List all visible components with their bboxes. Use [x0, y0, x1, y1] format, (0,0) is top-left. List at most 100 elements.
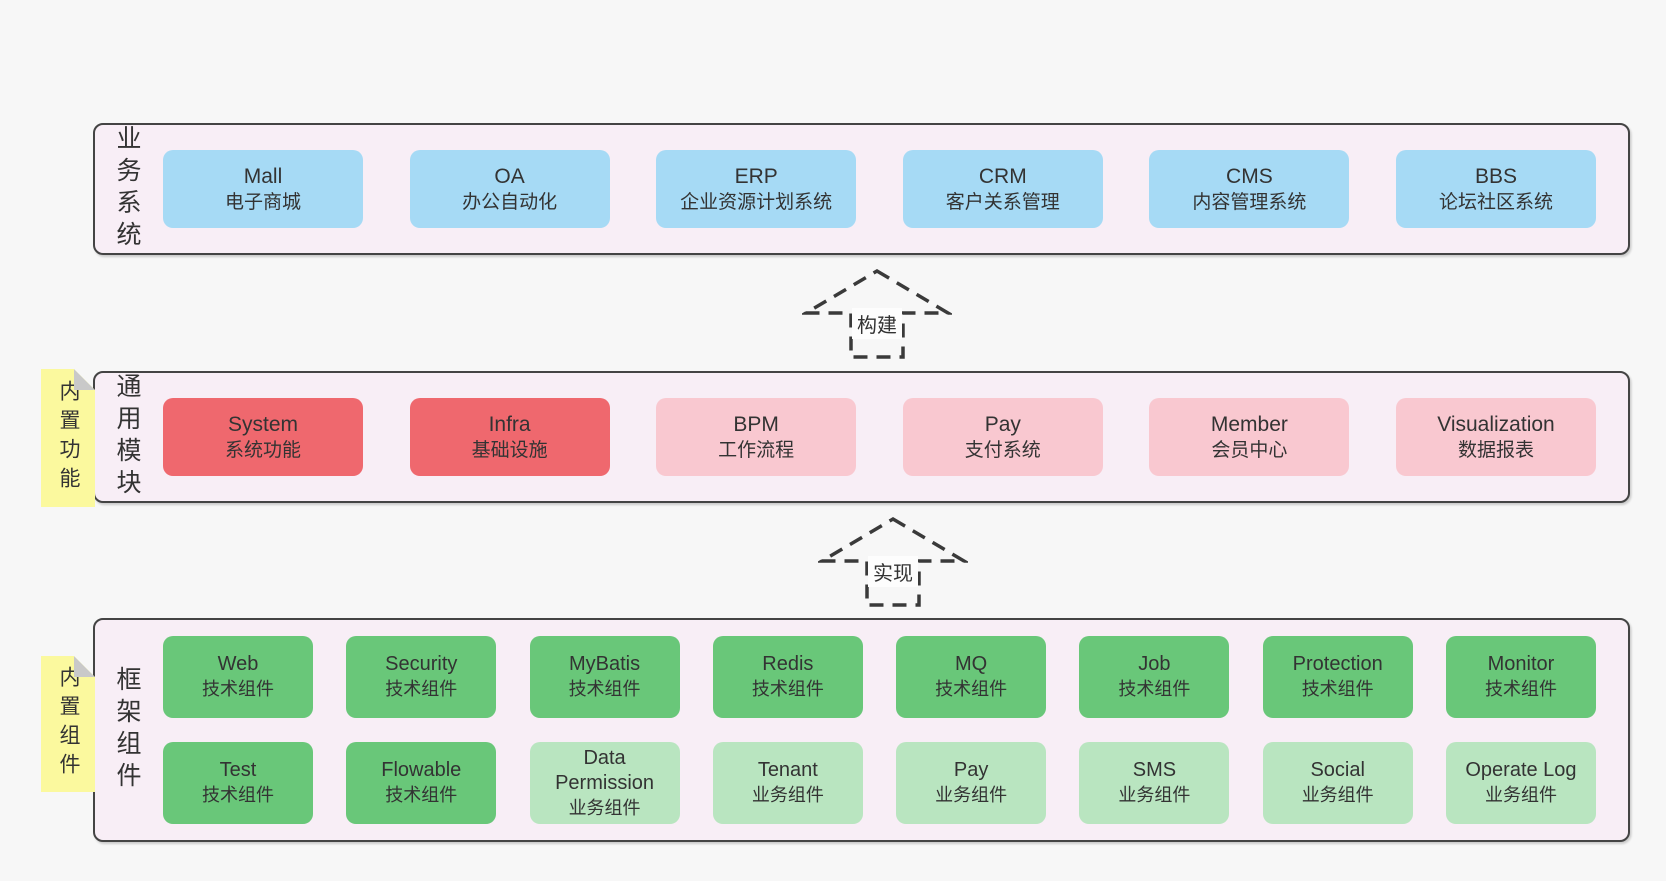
box-oa-name: OA [494, 164, 525, 188]
box-protection-name: Protection [1292, 653, 1383, 675]
box-protection-desc: 技术组件 [1301, 679, 1374, 699]
box-bbs-name: BBS [1474, 164, 1517, 188]
box-bpm: BPM 工作流程 [656, 398, 857, 476]
layer-label-framework-components: 框架组件 [113, 666, 141, 794]
box-mall-desc: 电子商城 [224, 191, 301, 213]
box-tenant-desc: 业务组件 [751, 785, 824, 805]
layer-framework-components: 内置组件 框架组件 Web 技术组件 Security 技术组件 MyBatis… [93, 618, 1630, 842]
box-pay-component: Pay 业务组件 [896, 742, 1047, 824]
implement-arrow-label: 实现 [868, 556, 918, 587]
box-visualization-name: Visualization [1437, 412, 1555, 436]
box-mall-name: Mall [243, 164, 283, 188]
box-mq: MQ 技术组件 [896, 636, 1047, 718]
box-erp-desc: 企业资源计划系统 [680, 191, 833, 213]
box-redis-name: Redis [762, 653, 814, 675]
framework-components-boxes: Web 技术组件 Security 技术组件 MyBatis 技术组件 Redi… [149, 636, 1628, 824]
box-oa: OA 办公自动化 [409, 150, 610, 228]
box-job-desc: 技术组件 [1118, 679, 1191, 699]
box-bpm-desc: 工作流程 [718, 439, 795, 461]
arrow-up-dashed-icon [818, 516, 968, 607]
box-erp: ERP 企业资源计划系统 [656, 150, 857, 228]
box-monitor-desc: 技术组件 [1484, 679, 1557, 699]
arrow-up-dashed-icon [802, 268, 952, 359]
box-mq-name: MQ [955, 653, 988, 675]
box-mybatis: MyBatis 技术组件 [529, 636, 680, 718]
box-tenant-name: Tenant [757, 759, 818, 781]
box-mall: Mall 电子商城 [163, 150, 363, 228]
box-pay-component-name: Pay [953, 759, 989, 781]
box-erp-name: ERP [734, 164, 778, 188]
box-pay-component-desc: 业务组件 [935, 785, 1008, 805]
box-data-permission-desc: 业务组件 [568, 797, 641, 818]
business-systems-boxes: Mall 电子商城 OA 办公自动化 ERP 企业资源计划系统 CRM 客户关系… [149, 150, 1628, 228]
layer-business-systems: 业务系统 Mall 电子商城 OA 办公自动化 ERP 企业资源计划系统 CRM… [93, 123, 1630, 255]
implement-arrow: 实现 [818, 516, 968, 608]
box-crm-desc: 客户关系管理 [945, 191, 1060, 213]
box-sms: SMS 业务组件 [1079, 742, 1230, 824]
box-pay-module: Pay 支付系统 [902, 398, 1103, 476]
box-system: System 系统功能 [163, 398, 363, 476]
box-visualization-desc: 数据报表 [1457, 439, 1534, 461]
box-web-name: Web [217, 653, 259, 675]
box-social-name: Social [1310, 759, 1365, 781]
box-web: Web 技术组件 [163, 636, 313, 718]
box-infra: Infra 基础设施 [409, 398, 610, 476]
box-pay-module-desc: 支付系统 [964, 439, 1041, 461]
layer-label-common-modules: 通用模块 [113, 373, 141, 501]
sticky-note-built-in-components-text: 内置组件 [57, 666, 80, 782]
box-monitor-name: Monitor [1487, 653, 1555, 675]
note-fold-corner-icon [74, 369, 95, 390]
sticky-note-built-in-features: 内置功能 [41, 369, 95, 507]
common-modules-boxes: System 系统功能 Infra 基础设施 BPM 工作流程 Pay 支付系统… [149, 398, 1628, 476]
box-web-desc: 技术组件 [202, 679, 274, 699]
box-flowable-desc: 技术组件 [385, 785, 458, 805]
box-bpm-name: BPM [733, 412, 779, 436]
box-bbs: BBS 论坛社区系统 [1395, 150, 1596, 228]
box-mybatis-desc: 技术组件 [568, 679, 641, 699]
box-redis-desc: 技术组件 [751, 679, 824, 699]
box-test-desc: 技术组件 [202, 785, 274, 805]
box-member-name: Member [1210, 412, 1288, 436]
box-infra-name: Infra [488, 412, 531, 436]
box-protection: Protection 技术组件 [1262, 636, 1413, 718]
sticky-note-built-in-features-text: 内置功能 [57, 380, 80, 496]
box-cms-desc: 内容管理系统 [1192, 191, 1307, 213]
box-mybatis-name: MyBatis [569, 653, 641, 675]
box-security-name: Security [385, 653, 458, 675]
box-social-desc: 业务组件 [1301, 785, 1374, 805]
box-cms-name: CMS [1226, 164, 1273, 188]
sticky-note-built-in-components: 内置组件 [41, 656, 95, 792]
build-arrow-label: 构建 [852, 308, 902, 339]
box-tenant: Tenant 业务组件 [712, 742, 863, 824]
box-crm: CRM 客户关系管理 [902, 150, 1103, 228]
box-system-desc: 系统功能 [224, 439, 301, 461]
box-visualization: Visualization 数据报表 [1395, 398, 1596, 476]
build-arrow: 构建 [802, 268, 952, 360]
box-system-name: System [227, 412, 298, 436]
box-infra-desc: 基础设施 [471, 439, 548, 461]
box-cms: CMS 内容管理系统 [1149, 150, 1350, 228]
layer-label-business-systems: 业务系统 [113, 125, 141, 253]
box-operate-log: Operate Log 业务组件 [1445, 742, 1596, 824]
note-fold-corner-icon [74, 656, 95, 677]
box-job: Job 技术组件 [1079, 636, 1230, 718]
box-sms-name: SMS [1132, 759, 1177, 781]
box-operate-log-desc: 业务组件 [1484, 785, 1557, 805]
box-pay-module-name: Pay [984, 412, 1021, 436]
box-redis: Redis 技术组件 [712, 636, 863, 718]
box-member: Member 会员中心 [1149, 398, 1350, 476]
box-mq-desc: 技术组件 [935, 679, 1008, 699]
box-security-desc: 技术组件 [385, 679, 458, 699]
box-social: Social 业务组件 [1262, 742, 1413, 824]
box-data-permission: Data Permission 业务组件 [529, 742, 680, 824]
box-job-name: Job [1138, 653, 1171, 675]
box-oa-desc: 办公自动化 [462, 191, 558, 213]
box-sms-desc: 业务组件 [1118, 785, 1191, 805]
box-operate-log-name: Operate Log [1465, 759, 1577, 781]
box-flowable-name: Flowable [381, 759, 462, 781]
box-test: Test 技术组件 [163, 742, 313, 824]
box-flowable: Flowable 技术组件 [346, 742, 497, 824]
layer-common-modules: 内置功能 通用模块 System 系统功能 Infra 基础设施 BPM 工作流… [93, 371, 1630, 503]
box-data-permission-name: Data Permission [555, 746, 655, 794]
